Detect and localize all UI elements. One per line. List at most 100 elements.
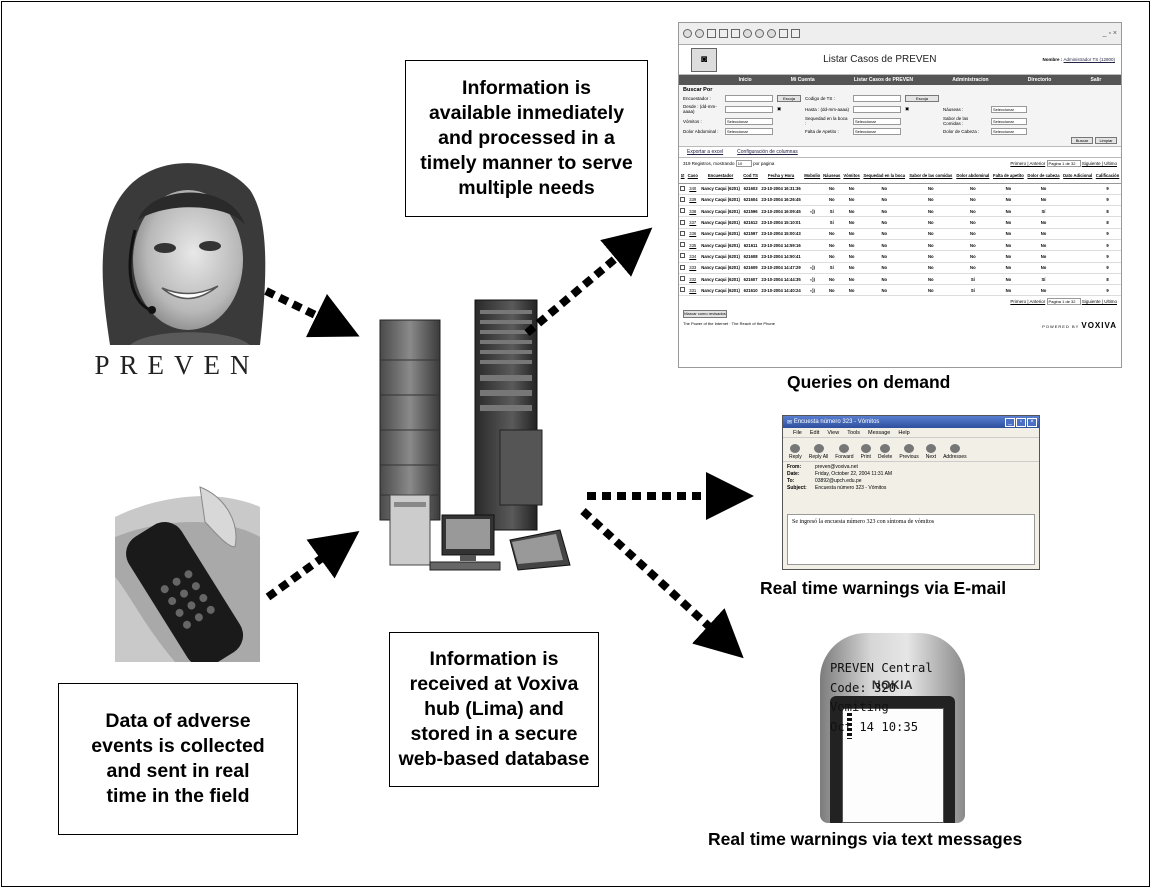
page-select[interactable]: Pagina 1 de 32 <box>1046 160 1081 167</box>
case-link[interactable]: 333 <box>686 262 700 274</box>
codigo-ts-field[interactable] <box>853 95 901 102</box>
user-link[interactable]: Administrador TS (12800) <box>1063 57 1115 62</box>
table-header[interactable]: Dolor de cabeza <box>1025 169 1062 184</box>
nauseas-select[interactable]: Seleccionar <box>991 105 1027 113</box>
falta-apetito-select[interactable]: Seleccionar <box>853 128 901 135</box>
nav-salir[interactable]: Salir <box>1090 77 1102 83</box>
search-icon[interactable] <box>743 29 752 38</box>
mark-reviewed-button[interactable]: Marcar como revisados <box>683 310 727 319</box>
limpiar-button[interactable]: Limpiar <box>1095 137 1117 144</box>
row-checkbox[interactable] <box>679 216 687 229</box>
mail-icon[interactable] <box>779 29 788 38</box>
audio-icon[interactable]: ◖)) <box>802 205 822 218</box>
audio-icon[interactable] <box>802 228 822 240</box>
dolor-cabeza-select[interactable]: Seleccionar <box>991 128 1027 135</box>
refresh-icon[interactable] <box>719 29 728 38</box>
history-icon[interactable] <box>767 29 776 38</box>
print-icon[interactable] <box>791 29 800 38</box>
row-checkbox[interactable] <box>679 194 687 207</box>
menu-help[interactable]: Help <box>898 429 910 436</box>
print-button[interactable]: Print <box>861 444 871 460</box>
addresses-button[interactable]: Addresses <box>943 444 967 460</box>
table-header[interactable]: Sabor de las comidas <box>907 169 955 184</box>
case-link[interactable]: 339 <box>686 194 700 207</box>
escoja-button[interactable]: Escoja <box>777 95 801 102</box>
audio-icon[interactable] <box>802 239 822 252</box>
vomitos-select[interactable]: Seleccionar <box>725 117 773 125</box>
case-link[interactable]: 337 <box>686 216 700 229</box>
per-page-select[interactable]: 10 <box>735 160 752 167</box>
export-excel-link[interactable]: Exportar a excel <box>687 149 724 155</box>
table-header[interactable]: Fecha y Hora <box>759 169 803 184</box>
nav-directorio[interactable]: Directorio <box>1027 77 1052 83</box>
forward-icon[interactable] <box>695 29 704 38</box>
menu-edit[interactable]: Edit <box>809 429 820 436</box>
row-checkbox[interactable] <box>679 228 687 240</box>
dolor-abd-select[interactable]: Seleccionar <box>725 128 773 135</box>
audio-icon[interactable]: ◖)) <box>802 284 822 297</box>
nav-mi-cuenta[interactable]: Mi Cuenta <box>790 77 815 83</box>
table-header[interactable]: Caso <box>686 169 700 184</box>
hasta-field[interactable] <box>853 105 901 113</box>
pager-next-links[interactable]: Siguiente | Ultimo <box>1081 161 1117 166</box>
calendar-icon-2[interactable]: ▣ <box>905 106 910 111</box>
case-link[interactable]: 334 <box>686 250 700 263</box>
delete-button[interactable]: Delete <box>878 444 892 460</box>
table-header[interactable]: Vómitos <box>841 169 862 184</box>
row-checkbox[interactable] <box>679 183 687 195</box>
table-header[interactable]: Encuestador <box>699 169 742 184</box>
menu-file[interactable]: File <box>793 429 802 436</box>
table-header[interactable]: Calificación <box>1094 169 1121 184</box>
sequedad-select[interactable]: Seleccionar <box>853 117 901 125</box>
window-controls[interactable]: _ ▫ × <box>1102 30 1117 37</box>
reply-all-button[interactable]: Reply All <box>809 444 828 460</box>
desde-field[interactable] <box>725 105 773 113</box>
audio-icon[interactable] <box>802 183 822 195</box>
favorites-icon[interactable] <box>755 29 764 38</box>
menu-view[interactable]: View <box>827 429 840 436</box>
case-link[interactable]: 340 <box>686 183 700 195</box>
nav-administracion[interactable]: Administracion <box>952 77 989 83</box>
calendar-icon[interactable]: ▣ <box>777 106 782 111</box>
minimize-icon[interactable]: _ <box>1005 417 1015 427</box>
row-checkbox[interactable] <box>679 239 687 252</box>
sabor-select[interactable]: Seleccionar <box>991 117 1027 125</box>
pager-prev-links-bottom[interactable]: Primero | Anterior <box>1010 299 1046 305</box>
maximize-icon[interactable]: ▫ <box>1016 417 1026 427</box>
menu-tools[interactable]: Tools <box>847 429 861 436</box>
audio-icon[interactable]: ◖)) <box>802 262 822 274</box>
table-header[interactable]: Mobolio <box>802 169 822 184</box>
pager-next-links-bottom[interactable]: Siguiente | Ultimo <box>1081 299 1117 305</box>
columns-config-link[interactable]: Configuración de columnas <box>737 149 798 155</box>
case-link[interactable]: 338 <box>686 205 700 218</box>
forward-button[interactable]: Forward <box>835 444 854 460</box>
table-header[interactable]: Falta de apetito <box>991 169 1026 184</box>
nav-inicio[interactable]: Inicio <box>738 77 752 83</box>
case-link[interactable]: 336 <box>686 228 700 240</box>
row-checkbox[interactable] <box>679 284 687 297</box>
buscar-button[interactable]: Buscar <box>1071 137 1093 144</box>
case-link[interactable]: 332 <box>686 273 700 286</box>
close-icon[interactable]: × <box>1027 417 1037 427</box>
table-header[interactable]: Cod TS <box>741 169 760 184</box>
select-all-header[interactable]: ☑ <box>679 169 687 184</box>
menu-message[interactable]: Message <box>868 429 891 436</box>
case-link[interactable]: 331 <box>686 284 700 297</box>
case-link[interactable]: 335 <box>686 239 700 252</box>
pager-prev-links[interactable]: Primero | Anterior <box>1010 161 1046 166</box>
row-checkbox[interactable] <box>679 273 687 286</box>
home-icon[interactable] <box>731 29 740 38</box>
escoja-button-2[interactable]: Escoja <box>905 95 939 102</box>
table-header[interactable]: Dato Adicional <box>1061 169 1095 184</box>
audio-icon[interactable] <box>802 216 822 229</box>
stop-icon[interactable] <box>707 29 716 38</box>
row-checkbox[interactable] <box>679 250 687 263</box>
reply-button[interactable]: Reply <box>789 444 802 460</box>
row-checkbox[interactable] <box>679 205 687 218</box>
previous-button[interactable]: Previous <box>899 444 919 460</box>
page-select-bottom[interactable]: Pagina 1 de 32 <box>1046 298 1081 306</box>
row-checkbox[interactable] <box>679 262 687 274</box>
table-header[interactable]: Dolor abdominal <box>954 169 992 184</box>
audio-icon[interactable] <box>802 250 822 263</box>
encuestador-field[interactable] <box>725 95 773 102</box>
